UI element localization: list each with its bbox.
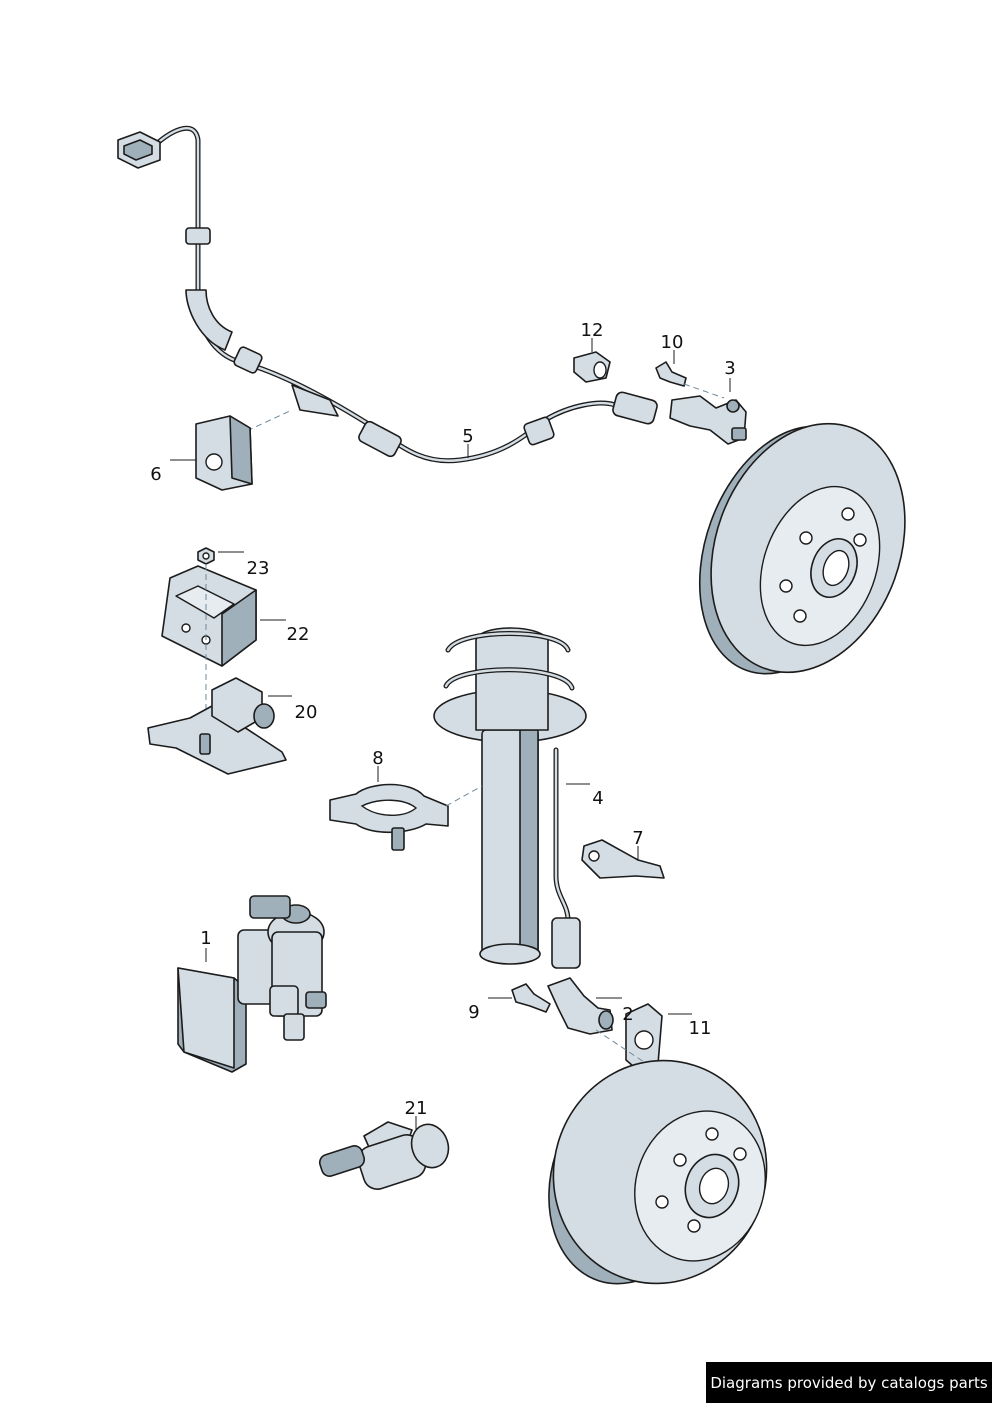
credit-text: Diagrams provided by catalogs parts — [710, 1373, 988, 1392]
callout-2: 2 — [622, 1004, 633, 1025]
solenoid-valve — [318, 1121, 450, 1190]
callout-4: 4 — [592, 788, 603, 809]
callout-3: 3 — [724, 358, 735, 379]
air-compressor — [177, 895, 327, 1073]
callout-12: 12 — [581, 320, 604, 341]
front-sensor-harness — [117, 125, 658, 464]
callout-22: 22 — [287, 624, 310, 645]
callout-21: 21 — [405, 1098, 428, 1119]
callout-20: 20 — [295, 702, 318, 723]
callout-1: 1 — [200, 928, 211, 949]
strut-clamp — [329, 783, 449, 851]
level-sensor — [147, 677, 287, 775]
sensor-bolt — [655, 361, 687, 387]
credit-badge: Diagrams provided by catalogs parts — [706, 1362, 992, 1403]
callout-23: 23 — [247, 558, 270, 579]
rear-speed-sensor — [547, 977, 614, 1035]
rear-brake-disc — [548, 1059, 768, 1285]
callout-8: 8 — [372, 748, 383, 769]
bolt — [511, 983, 551, 1013]
strut-assembly — [433, 627, 587, 969]
front-brake-disc — [698, 422, 906, 675]
callout-10: 10 — [661, 332, 684, 353]
leader-lines — [170, 338, 731, 1130]
front-speed-sensor — [669, 395, 747, 445]
cable-bracket — [195, 415, 253, 491]
sensor-cable-bracket — [581, 839, 665, 879]
nut — [197, 547, 215, 565]
callout-9: 9 — [468, 1002, 479, 1023]
sensor-sleeve — [573, 351, 611, 383]
callout-11: 11 — [689, 1018, 712, 1039]
callout-7: 7 — [632, 828, 643, 849]
callout-6: 6 — [150, 464, 161, 485]
callout-5: 5 — [462, 426, 473, 447]
sensor-mount — [161, 565, 257, 667]
